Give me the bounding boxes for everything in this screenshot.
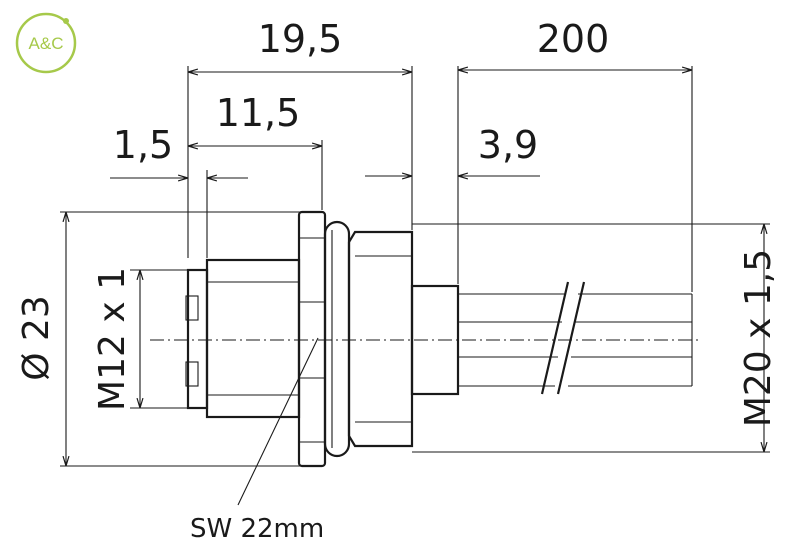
cable-wires bbox=[458, 281, 693, 395]
dim-1-5: 1,5 bbox=[110, 123, 248, 178]
svg-text:Ø 23: Ø 23 bbox=[16, 295, 57, 381]
dim-diameter-23: Ø 23 bbox=[16, 212, 66, 466]
svg-text:200: 200 bbox=[537, 17, 610, 61]
hex-nut bbox=[297, 210, 327, 468]
dim-m12: M12 x 1 bbox=[92, 267, 140, 411]
svg-text:M12 x 1: M12 x 1 bbox=[92, 267, 133, 411]
svg-text:3,9: 3,9 bbox=[478, 123, 538, 167]
dim-11-5: 11,5 bbox=[188, 91, 322, 146]
dim-19-5: 19,5 bbox=[188, 17, 412, 72]
logo-text: A&C bbox=[29, 34, 64, 53]
svg-text:11,5: 11,5 bbox=[216, 91, 301, 135]
m12-connector-body bbox=[185, 258, 301, 419]
o-ring bbox=[323, 220, 351, 458]
break-mark bbox=[540, 281, 586, 395]
logo: A&C bbox=[15, 12, 77, 74]
wrench-size-label: SW 22mm bbox=[190, 514, 324, 544]
m20-housing bbox=[347, 230, 414, 448]
logo-circle bbox=[15, 12, 77, 74]
logo-dot bbox=[63, 18, 69, 24]
rear-thread bbox=[410, 284, 460, 396]
dim-200: 200 bbox=[458, 17, 692, 70]
wrench-leader bbox=[237, 337, 319, 506]
svg-text:M20 x 1,5: M20 x 1,5 bbox=[738, 249, 779, 427]
svg-text:1,5: 1,5 bbox=[113, 123, 173, 167]
svg-text:19,5: 19,5 bbox=[258, 17, 343, 61]
dim-3-9: 3,9 bbox=[365, 123, 540, 176]
dim-m20: M20 x 1,5 bbox=[738, 224, 779, 452]
